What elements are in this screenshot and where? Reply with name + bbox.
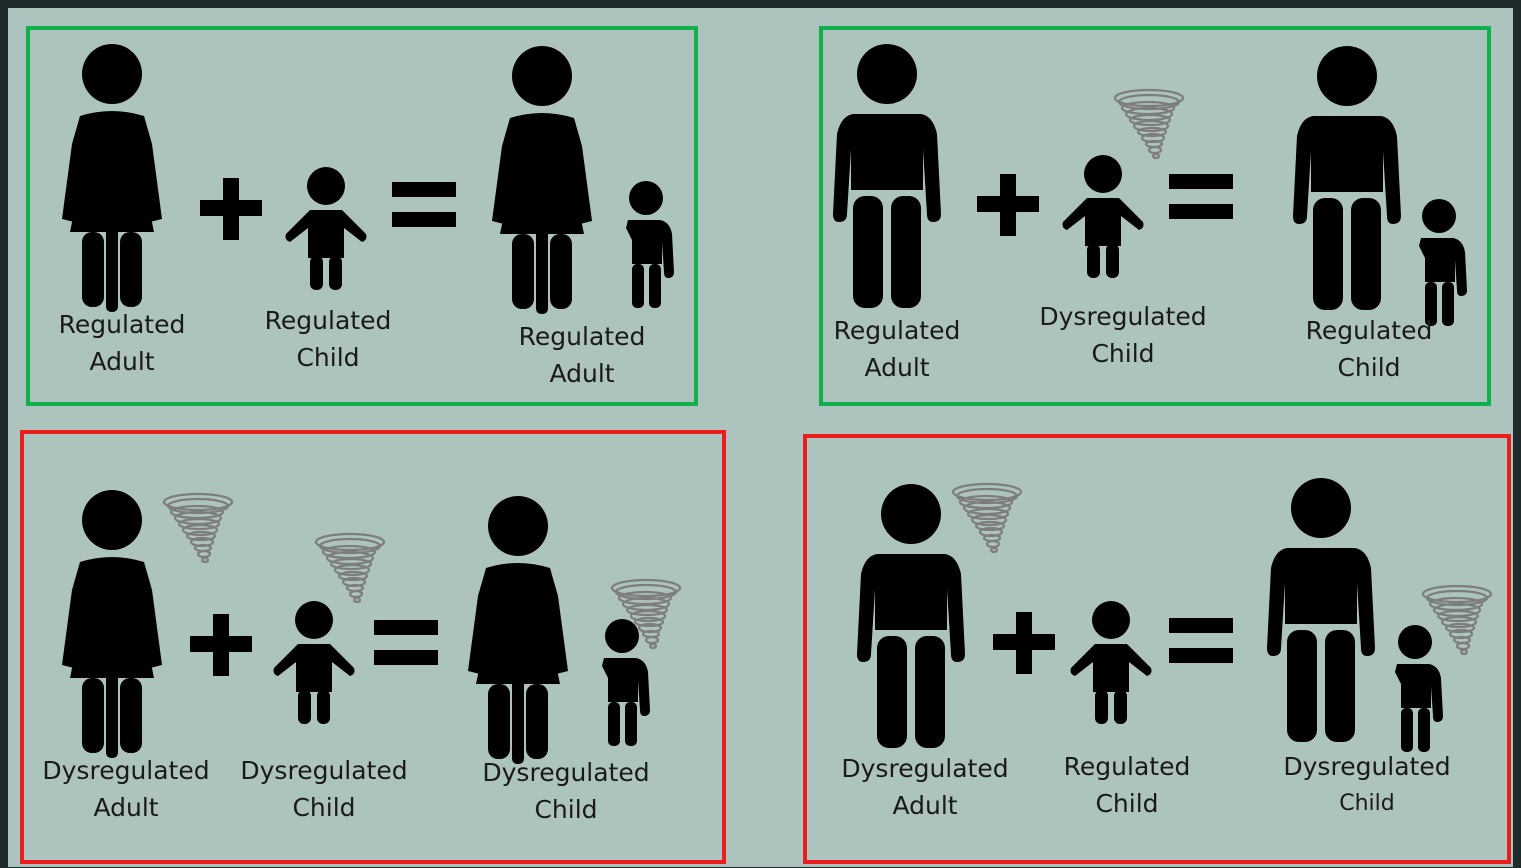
equals-icon <box>374 620 438 665</box>
adult-holding-child-icon <box>1267 478 1493 752</box>
tornado-icon <box>162 492 234 564</box>
plus-icon <box>200 178 262 240</box>
plus-icon <box>977 174 1039 236</box>
equals-icon <box>1169 174 1233 219</box>
adult-holding-child-icon <box>468 496 682 764</box>
child-icon <box>285 167 367 290</box>
equals-icon <box>1169 618 1233 663</box>
child-icon <box>1070 601 1152 724</box>
adult-holding-child-icon <box>492 46 674 314</box>
tornado-icon <box>1113 88 1185 160</box>
child-icon <box>1062 155 1144 278</box>
woman-icon <box>62 490 162 758</box>
plus-icon <box>190 614 252 676</box>
man-icon <box>857 484 965 748</box>
plus-icon <box>993 612 1055 674</box>
man-icon <box>833 44 941 308</box>
tornado-icon <box>951 482 1023 554</box>
woman-icon <box>62 44 162 312</box>
adult-holding-child-icon <box>1293 46 1467 326</box>
child-icon <box>273 601 355 724</box>
tornado-icon <box>314 532 386 604</box>
equals-icon <box>392 182 456 227</box>
